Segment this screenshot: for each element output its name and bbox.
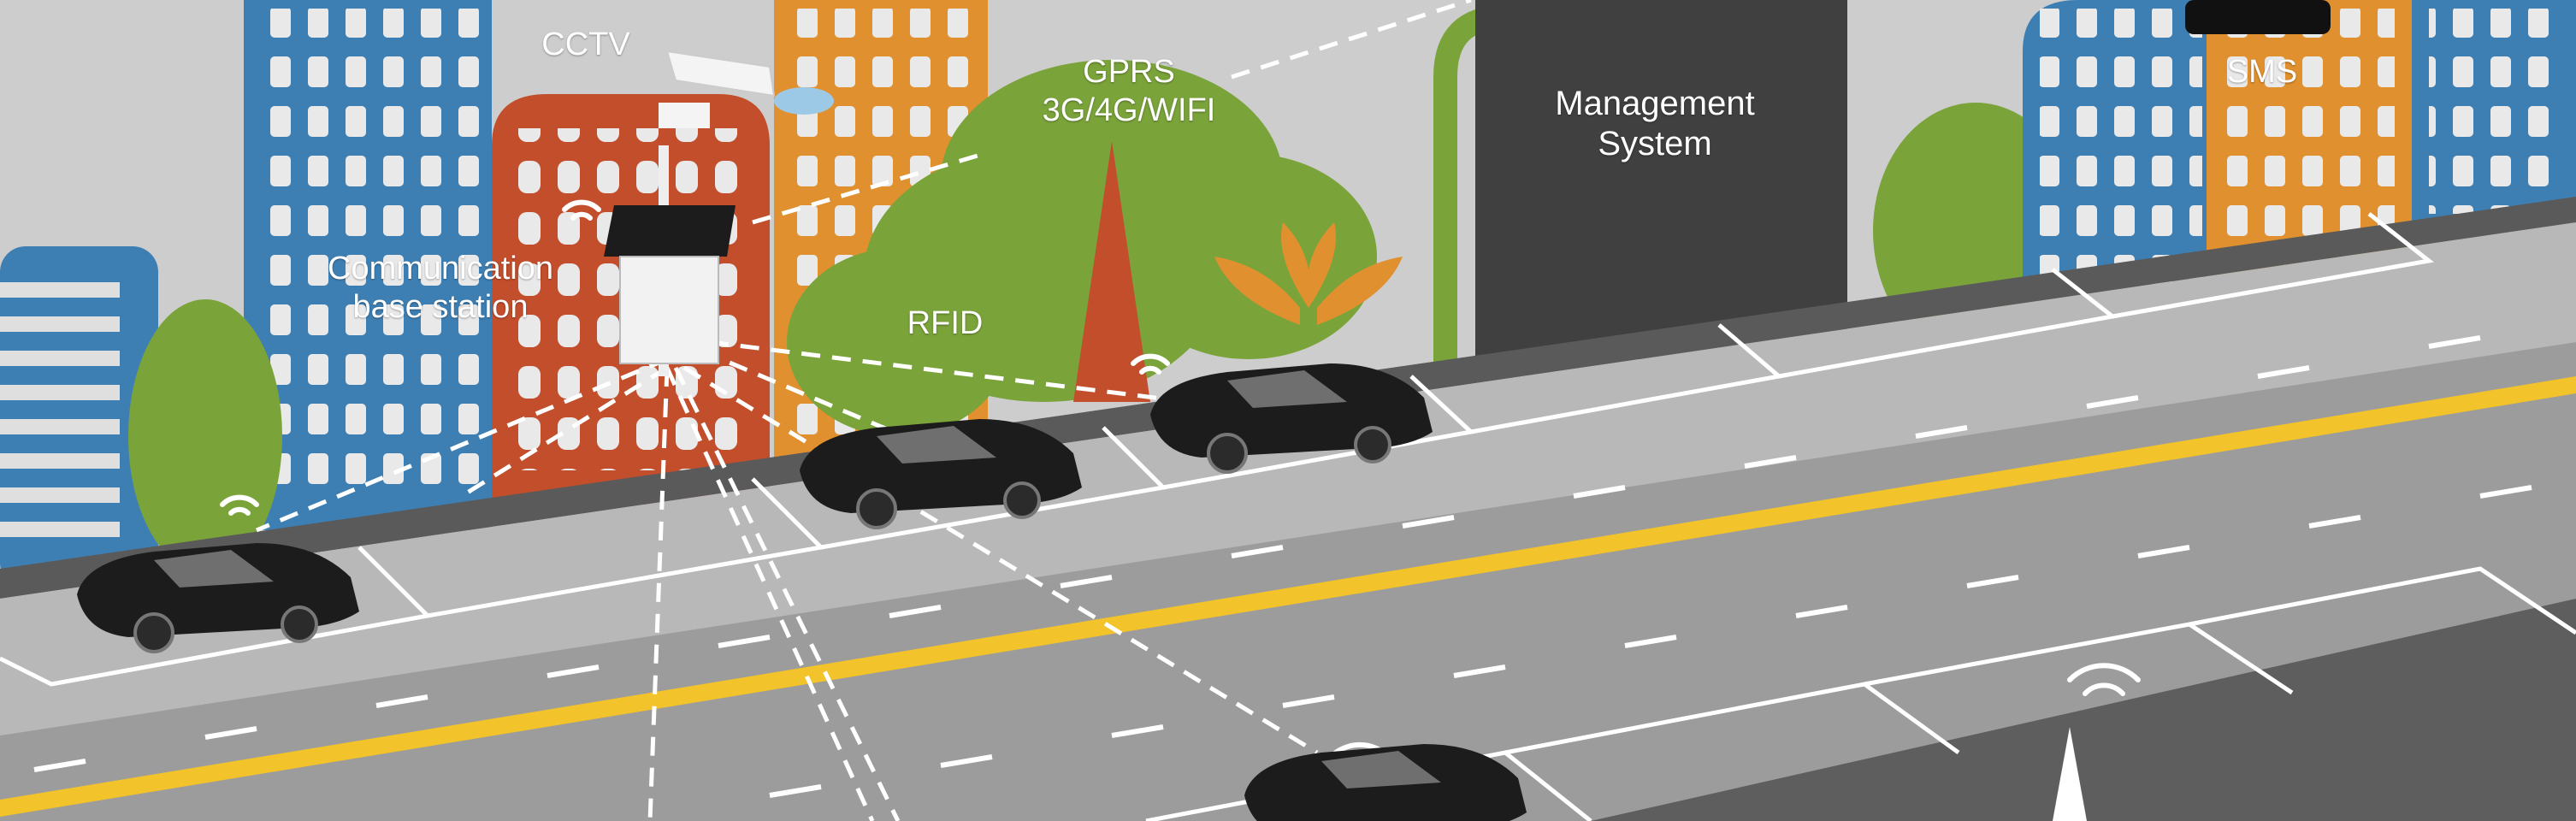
wifi-icon [220, 199, 2141, 771]
plant-decoration [1214, 222, 1403, 325]
car-icon [77, 363, 1527, 821]
sensor-tower [2053, 727, 2087, 821]
management-system-label: Management System [1555, 85, 1755, 163]
phone-icon [2185, 0, 2331, 34]
building-blue-far-right [2412, 0, 2576, 239]
sms-label: SMS [2226, 54, 2298, 90]
building-blue-tall [244, 0, 492, 530]
lane-dashes [33, 335, 2532, 798]
building-blue-left [0, 246, 158, 588]
parking-bays-upper [0, 212, 2434, 687]
management-system-building [1475, 0, 1847, 359]
cctv-camera-icon [659, 50, 834, 128]
communication-base-station-label: Communication base station [328, 251, 553, 325]
center-line [0, 376, 2576, 817]
bush-left [128, 299, 282, 573]
solar-panel-icon [604, 205, 736, 257]
gprs-label: GPRS 3G/4G/WIFI [1042, 54, 1216, 128]
sidewalk-front [1591, 599, 2576, 821]
radio-tower-icon [1073, 141, 1150, 402]
rfid-label: RFID [907, 305, 984, 341]
cctv-label: CCTV [541, 27, 630, 62]
communication-base-station [604, 50, 834, 376]
